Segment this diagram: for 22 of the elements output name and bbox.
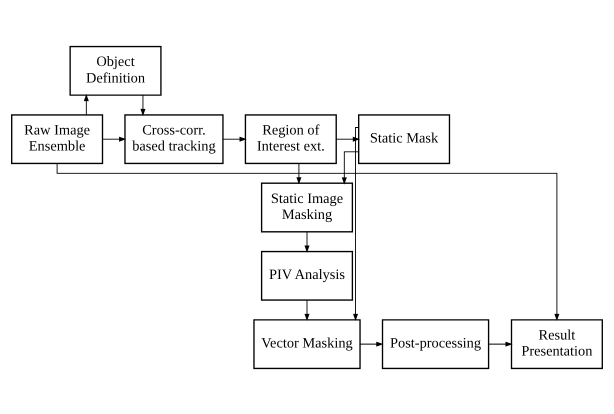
arrow [304,230,310,252]
arrow [222,136,247,142]
arrow [342,150,359,184]
arrow [56,162,560,321]
node-box: Raw Image Ensemble [11,114,104,164]
node-box: Post-processing [382,318,490,369]
node-box: Object Definition [69,45,162,96]
node-box: Static Image Masking [260,182,354,232]
arrow [140,94,146,116]
arrow [304,299,310,321]
arrow [488,341,513,346]
node-box: Static Mask [358,114,450,164]
arrow [296,162,302,184]
node-box: Cross-corr. based tracking [124,114,224,164]
node-box: Result Presentation [510,318,603,369]
arrow [84,93,89,115]
arrow [360,341,384,346]
node-box: Vector Masking [253,318,361,369]
arrow [102,136,126,142]
arrow [353,126,359,321]
node-box: PIV Analysis [260,250,354,300]
node-box: Region of Interest ext. [244,114,337,164]
